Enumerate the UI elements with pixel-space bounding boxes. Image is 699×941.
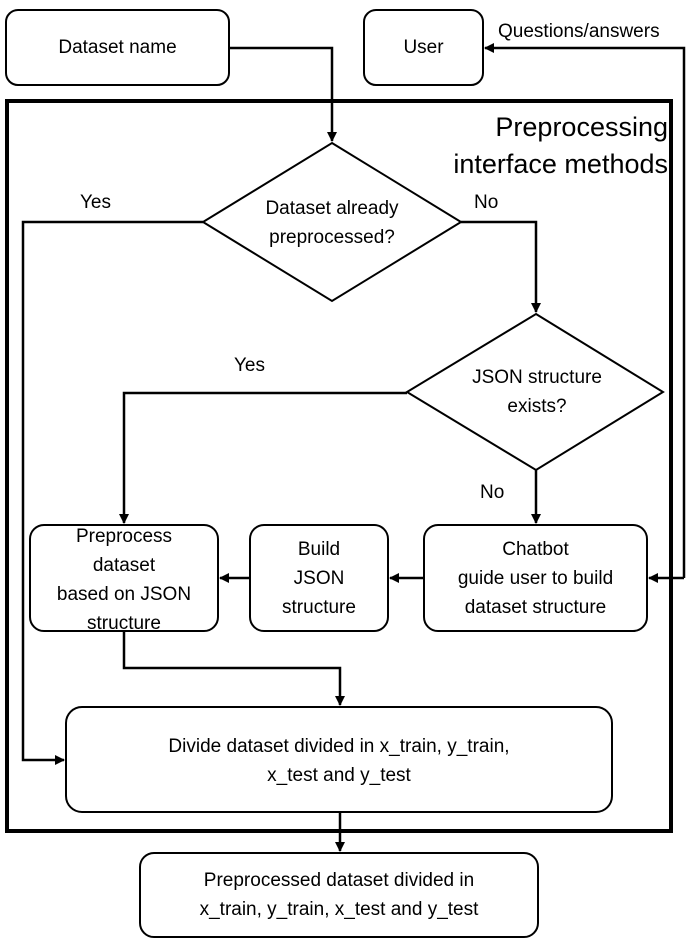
decision-preprocessed-label: Dataset already preprocessed? (232, 194, 432, 252)
frame-title: Preprocessing interface methods (453, 109, 668, 183)
preprocess-line-2: dataset (92, 555, 156, 576)
divide-line-1: Divide dataset divided in x_train, y_tra… (168, 736, 510, 757)
chatbot-line-2: guide user to build (457, 568, 614, 589)
preprocess-dataset-label: Preprocess dataset based on JSON structu… (30, 522, 218, 638)
output-box (139, 852, 539, 938)
build-json-line-1: Build (297, 539, 341, 560)
dataset-name-label: Dataset name (58, 37, 177, 58)
divide-dataset-label: Divide dataset divided in x_train, y_tra… (66, 732, 612, 790)
chatbot-label: Chatbot guide user to build dataset stru… (424, 535, 647, 622)
chatbot-line-1: Chatbot (502, 539, 569, 560)
output-line-2: x_train, y_train, x_test and y_test (199, 899, 479, 920)
yes-label-2: Yes (234, 355, 265, 376)
output-line-1: Preprocessed dataset divided in (203, 870, 475, 891)
edge-no-to-json-decision (461, 220, 541, 313)
frame-title-line-1: Preprocessing (495, 112, 668, 142)
build-json-label: Build JSON structure (250, 535, 388, 622)
decision-preprocessed-line-2: preprocessed? (269, 227, 395, 248)
edge-dataset-to-decision (229, 46, 337, 142)
user-box (363, 9, 484, 86)
output-label: Preprocessed dataset divided in x_train,… (140, 866, 538, 924)
chatbot-line-3: dataset structure (464, 597, 607, 618)
no-label-2: No (480, 482, 505, 503)
decision-json-label: JSON structure exists? (436, 363, 638, 421)
decision-preprocessed-line-1: Dataset already (265, 198, 399, 219)
divide-line-2: x_test and y_test (267, 765, 411, 786)
user-label: User (403, 37, 444, 58)
build-json-line-2: JSON (293, 568, 345, 589)
edge-preprocess-to-divide (122, 631, 345, 706)
questions-answers-label: Questions/answers (498, 21, 660, 42)
edge-yes-to-divide (21, 220, 203, 765)
edge-qa-to-user (484, 43, 686, 578)
decision-json-line-1: JSON structure (472, 367, 602, 388)
preprocess-line-1: Preprocess (75, 526, 173, 547)
build-json-line-3: structure (282, 597, 356, 618)
edge-yes-to-preprocess (119, 391, 407, 524)
no-label-1: No (474, 192, 499, 213)
preprocess-line-4: structure (87, 613, 161, 634)
preprocess-line-3: based on JSON (56, 584, 192, 605)
frame-title-line-2: interface methods (453, 149, 668, 179)
decision-preprocessed-diamond (201, 141, 463, 303)
decision-json-line-2: exists? (507, 396, 567, 417)
yes-label-1: Yes (80, 192, 111, 213)
